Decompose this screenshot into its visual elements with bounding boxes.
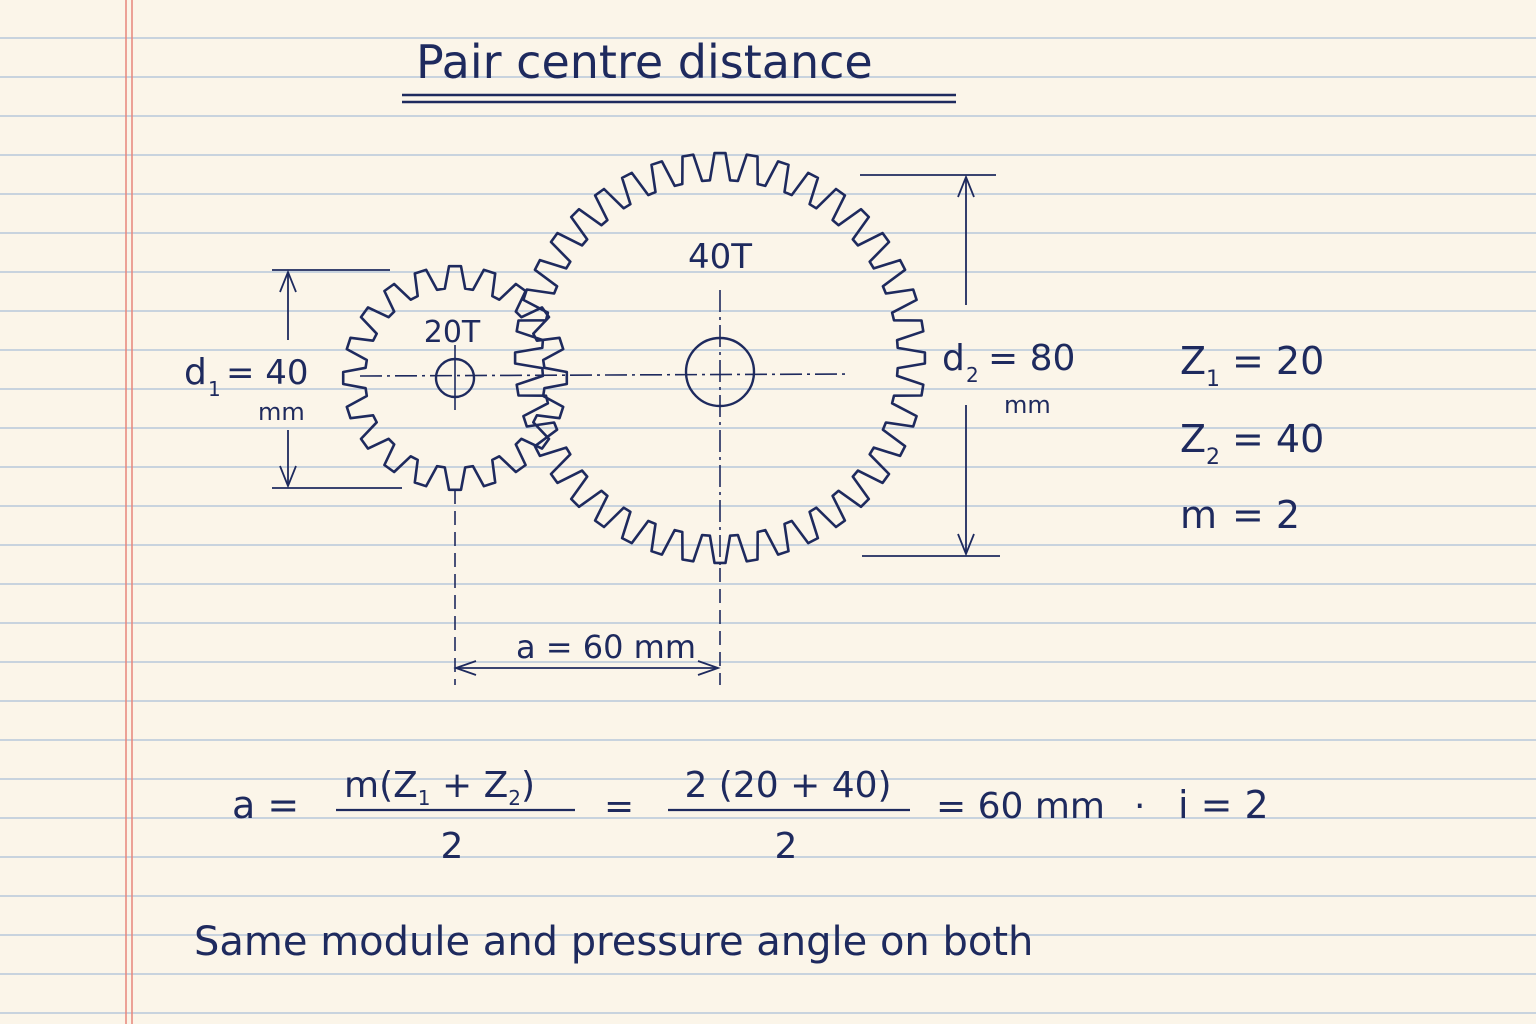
formula-denominator-2: 2 [775, 826, 798, 867]
d1-dimension-lines [272, 269, 402, 489]
margin-line [125, 0, 133, 1024]
title-underline [402, 93, 956, 104]
centre-distance-formula: a = m(Z1 + Z2) 2 = 2 (20 + 40) 2 = 60 mm… [232, 765, 1269, 867]
parameter-z1: Z 1 = 20 [1180, 339, 1324, 392]
page-title: Pair centre distance [416, 35, 873, 89]
d2-unit: mm [1004, 391, 1051, 419]
small-gear-label: 20T [424, 315, 481, 350]
param-subscript: 1 [1206, 367, 1220, 392]
param-symbol: Z [1180, 417, 1206, 461]
param-symbol: m [1180, 493, 1217, 537]
d1-symbol: d [184, 352, 207, 393]
formula-numerator-2: 2 (20 + 40) [684, 765, 891, 806]
d2-dimension-lines [860, 174, 1000, 557]
centre-distance-arrow [453, 660, 721, 676]
parameter-m: m = 2 [1180, 493, 1300, 537]
gear-ratio: i = 2 [1178, 783, 1269, 827]
footnote: Same module and pressure angle on both [194, 919, 1033, 965]
large-gear [513, 151, 927, 565]
d1-subscript: 1 [208, 377, 221, 401]
d2-label: d 2 = 80 mm [942, 338, 1075, 419]
formula-equals: = [604, 786, 634, 827]
d1-value: = 40 [226, 353, 309, 393]
formula-denominator-1: 2 [441, 826, 464, 867]
d1-label: d 1 = 40 mm [184, 352, 309, 426]
param-value: = 2 [1232, 493, 1300, 537]
ruled-lines [0, 37, 1536, 1014]
param-value: = 40 [1232, 417, 1324, 461]
d1-unit: mm [258, 398, 305, 426]
param-value: = 20 [1232, 339, 1324, 383]
formula-lhs: a = [232, 783, 299, 827]
formula-result: = 60 mm [936, 786, 1105, 827]
d2-symbol: d [942, 338, 965, 379]
formula-separator: · [1134, 786, 1145, 827]
formula-numerator-1: m(Z1 + Z2) [344, 765, 535, 810]
d2-subscript: 2 [966, 363, 979, 387]
param-subscript: 2 [1206, 445, 1220, 470]
centre-lines [359, 290, 851, 685]
param-symbol: Z [1180, 339, 1206, 383]
d2-value: = 80 [988, 338, 1075, 379]
centre-distance-label: a = 60 mm [516, 628, 696, 666]
large-gear-label: 40T [688, 237, 752, 277]
parameter-z2: Z 2 = 40 [1180, 417, 1324, 470]
parameter-list: Z 1 = 20 Z 2 = 40 m = 2 [1180, 339, 1324, 537]
